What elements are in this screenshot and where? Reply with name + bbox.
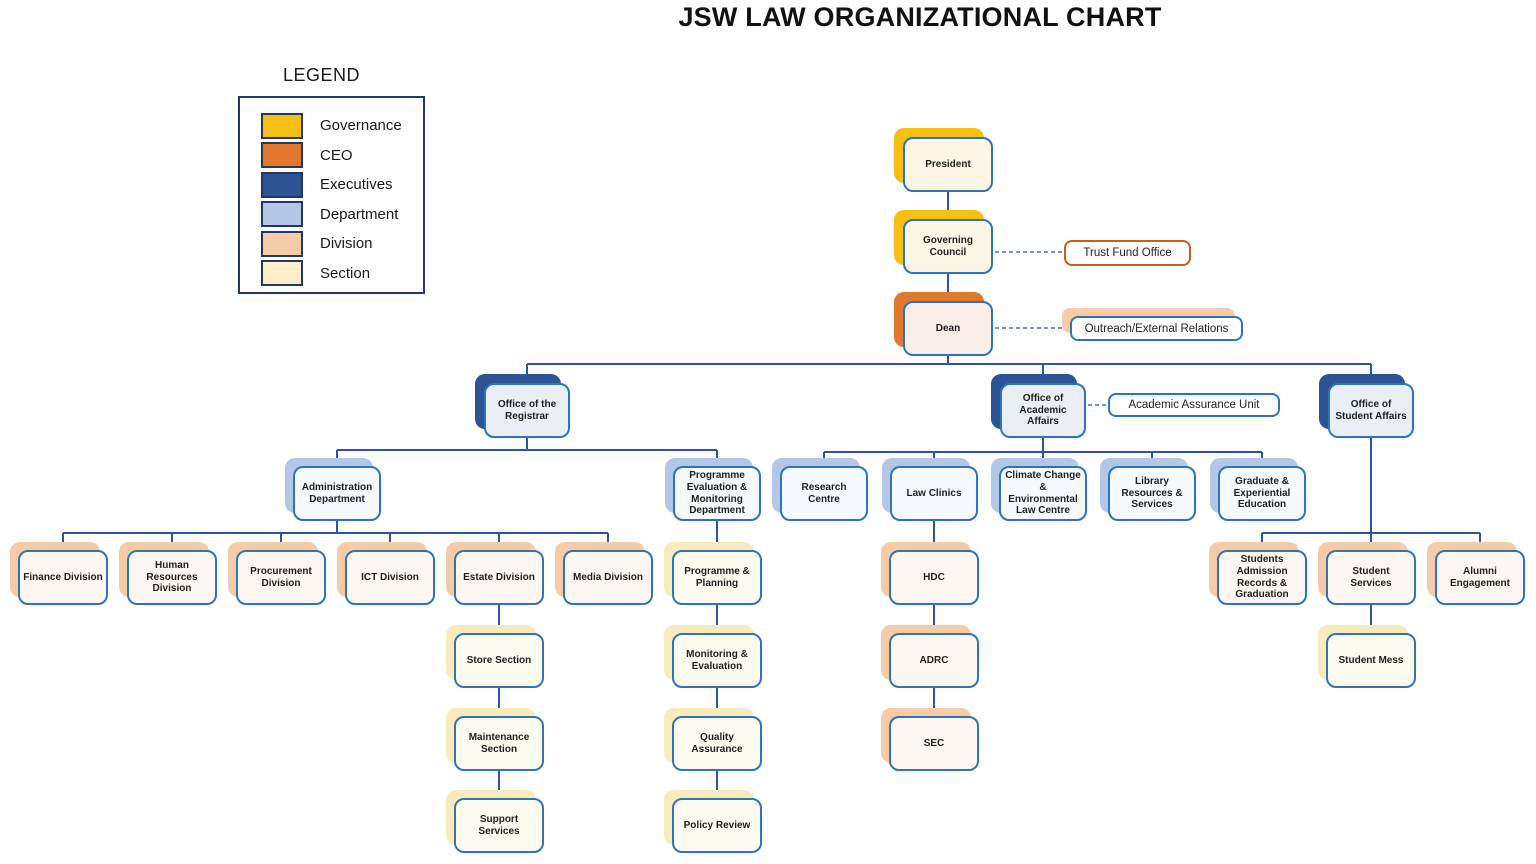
node-office-of-student-affairs: Office of Student Affairs (1328, 383, 1414, 438)
legend-item-label: Executives (320, 176, 393, 194)
legend-item-label: Division (320, 235, 373, 253)
node-hdc: HDC (889, 550, 979, 605)
node-human-resources-division: Human Resources Division (127, 550, 217, 605)
node-programme-planning: Programme & Planning (672, 550, 762, 605)
node-monitoring-evaluation: Monitoring & Evaluation (672, 633, 762, 688)
legend-item-label: Department (320, 205, 399, 223)
legend-item-governance: Governance (261, 111, 423, 141)
legend: Governance CEO Executives Department Div… (238, 96, 425, 294)
legend-swatch-executives (261, 171, 303, 198)
legend-item-label: Governance (320, 117, 402, 135)
node-support-services: Support Services (454, 798, 544, 853)
node-quality-assurance: Quality Assurance (672, 716, 762, 771)
legend-item-label: CEO (320, 146, 353, 164)
node-maintenance-section: Maintenance Section (454, 716, 544, 771)
node-graduate-experiential-education: Graduate & Experiential Education (1218, 466, 1306, 521)
dashed-connectors (995, 251, 1108, 406)
legend-swatch-governance (261, 112, 303, 139)
node-alumni-engagement: Alumni Engagement (1435, 550, 1525, 605)
node-trust-fund-office: Trust Fund Office (1064, 240, 1191, 266)
node-programme-evaluation-monitoring-department: Programme Evaluation & Monitoring Depart… (673, 466, 761, 521)
node-store-section: Store Section (454, 633, 544, 688)
legend-item-section: Section (261, 259, 423, 289)
legend-swatch-ceo (261, 142, 303, 169)
node-adrc: ADRC (889, 633, 979, 688)
node-office-of-academic-affairs: Office of Academic Affairs (1000, 383, 1086, 438)
node-policy-review: Policy Review (672, 798, 762, 853)
legend-swatch-section (261, 260, 303, 287)
node-governing-council: Governing Council (903, 219, 993, 274)
node-dean: Dean (903, 301, 993, 356)
node-student-mess: Student Mess (1326, 633, 1416, 688)
node-library-resources-services: Library Resources & Services (1108, 466, 1196, 521)
node-president: President (903, 137, 993, 192)
node-sec: SEC (889, 716, 979, 771)
legend-item-ceo: CEO (261, 141, 423, 171)
node-administration-department: Administration Department (293, 466, 381, 521)
node-office-of-the-registrar: Office of the Registrar (484, 383, 570, 438)
node-ict-division: ICT Division (345, 550, 435, 605)
node-students-admission-records-graduation: Students Admission Records & Graduation (1217, 550, 1307, 605)
node-finance-division: Finance Division (18, 550, 108, 605)
node-outreach-external-relations: Outreach/External Relations (1070, 316, 1243, 341)
node-research-centre: Research Centre (780, 466, 868, 521)
legend-item-label: Section (320, 264, 371, 282)
solid-connectors (62, 192, 1481, 798)
legend-title: LEGEND (283, 65, 361, 85)
node-climate-change-environmental-law-centre: Climate Change & Environmental Law Centr… (999, 466, 1087, 521)
page-title: JSW LAW ORGANIZATIONAL CHART (678, 2, 1162, 32)
node-media-division: Media Division (563, 550, 653, 605)
node-procurement-division: Procurement Division (236, 550, 326, 605)
legend-item-executives: Executives (261, 170, 423, 200)
legend-swatch-division (261, 230, 303, 257)
node-academic-assurance-unit: Academic Assurance Unit (1108, 393, 1280, 417)
node-student-services: Student Services (1326, 550, 1416, 605)
node-estate-division: Estate Division (454, 550, 544, 605)
legend-item-division: Division (261, 229, 423, 259)
node-law-clinics: Law Clinics (890, 466, 978, 521)
legend-item-department: Department (261, 200, 423, 230)
legend-swatch-department (261, 201, 303, 228)
